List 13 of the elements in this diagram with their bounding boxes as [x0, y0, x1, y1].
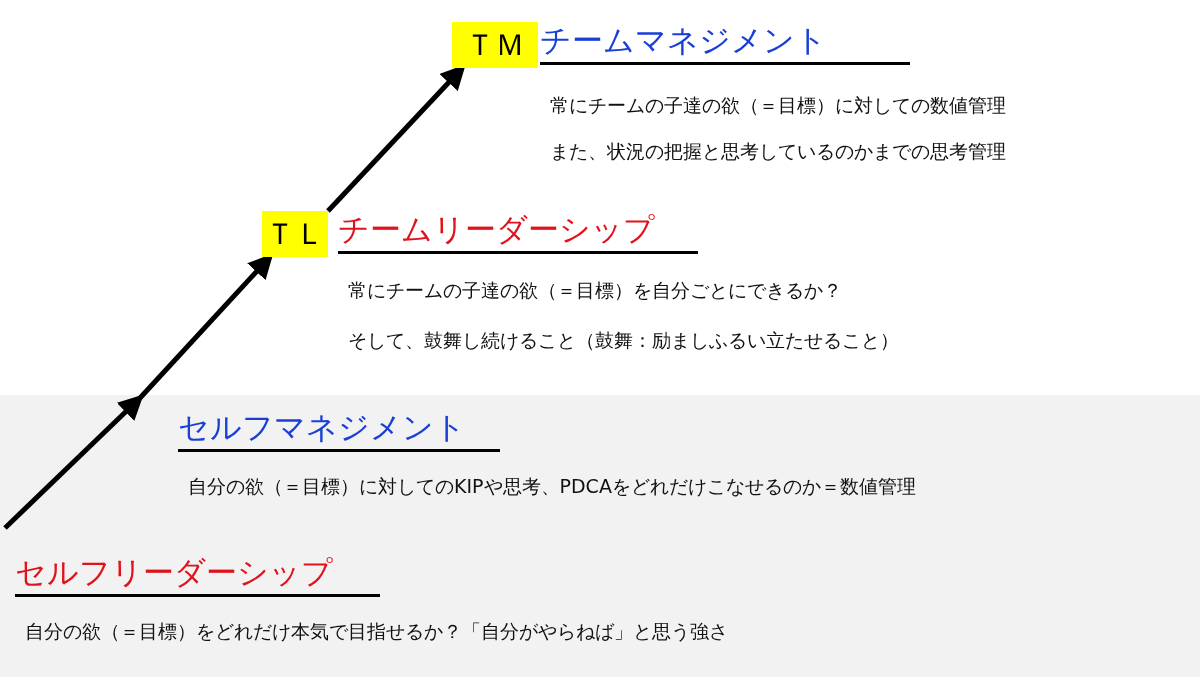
label-badge: ＴＬ: [262, 211, 328, 257]
level-heading: チームリーダーシップ: [338, 207, 698, 254]
level-heading: セルフリーダーシップ: [15, 550, 380, 597]
arrow: [3, 394, 144, 530]
level-description: 自分の欲（＝目標）をどれだけ本気で目指せるか？「自分がやらねば」と思う強さ: [25, 619, 729, 644]
level-description: 常にチームの子達の欲（＝目標）に対しての数値管理: [550, 93, 1007, 118]
level-description: また、状況の把握と思考しているのかまでの思考管理: [550, 139, 1007, 164]
level-description: 自分の欲（＝目標）に対してのKIPや思考、PDCAをどれだけこなせるのか＝数値管理: [188, 474, 917, 499]
label-badge: ＴＭ: [452, 22, 538, 68]
level-heading: セルフマネジメント: [178, 405, 500, 452]
level-heading: チームマネジメント: [540, 18, 910, 65]
level-description: そして、鼓舞し続けること（鼓舞：励ましふるい立たせること）: [348, 328, 900, 353]
level-description: 常にチームの子達の欲（＝目標）を自分ごとにできるか？: [348, 278, 843, 303]
